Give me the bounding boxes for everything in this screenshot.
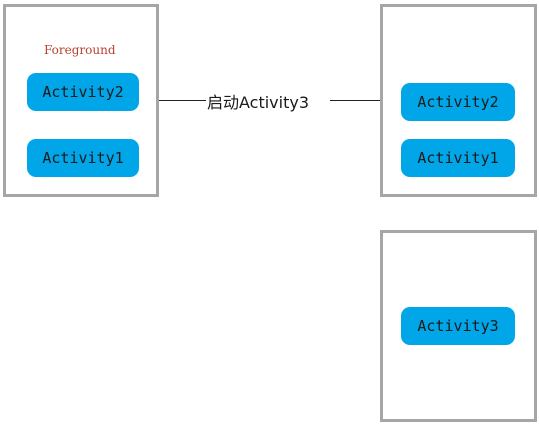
right-task-stack: Activity2 Activity1 (380, 4, 537, 197)
foreground-label: Foreground (44, 43, 116, 57)
activity-box-activity2: Activity2 (27, 73, 139, 111)
connector-label: 启动Activity3 (207, 93, 310, 112)
connector-line-right (330, 100, 380, 101)
activity-box-activity1: Activity1 (401, 139, 515, 177)
activity-box-activity3: Activity3 (401, 307, 515, 345)
connector-line-left (159, 100, 206, 101)
activity-box-activity2: Activity2 (401, 83, 515, 121)
activity-box-activity1: Activity1 (27, 139, 139, 177)
left-task-stack: Foreground Activity2 Activity1 (3, 4, 159, 197)
bottom-task-stack: Activity3 (380, 230, 537, 422)
